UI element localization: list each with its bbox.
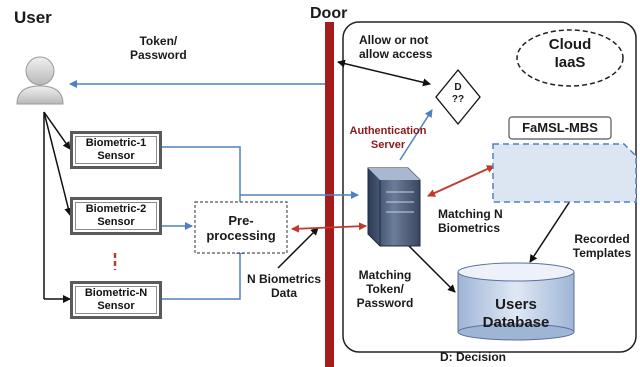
preprocessing-label: Pre-processing [206, 213, 276, 243]
user-icon [16, 56, 64, 105]
decision-diamond-label: D?? [451, 82, 465, 105]
famsl-template-box [492, 143, 637, 203]
famsl-title-box [508, 116, 612, 140]
door-label: Door [310, 5, 348, 22]
preprocessing-box [194, 201, 288, 254]
server-icon [367, 167, 421, 247]
decision-legend: D: Decision [440, 350, 507, 364]
user-label: User [14, 8, 52, 27]
red-flows [291, 165, 495, 233]
blue-flows [69, 80, 433, 300]
database-icon [457, 262, 575, 341]
user-sensor-links [43, 111, 73, 303]
famsl-label: FaMSL-MBS [522, 120, 598, 135]
token-password-label: Token/Password [130, 34, 187, 62]
decision-diamond [435, 68, 481, 126]
cloud-iaas-ellipse [516, 29, 624, 87]
